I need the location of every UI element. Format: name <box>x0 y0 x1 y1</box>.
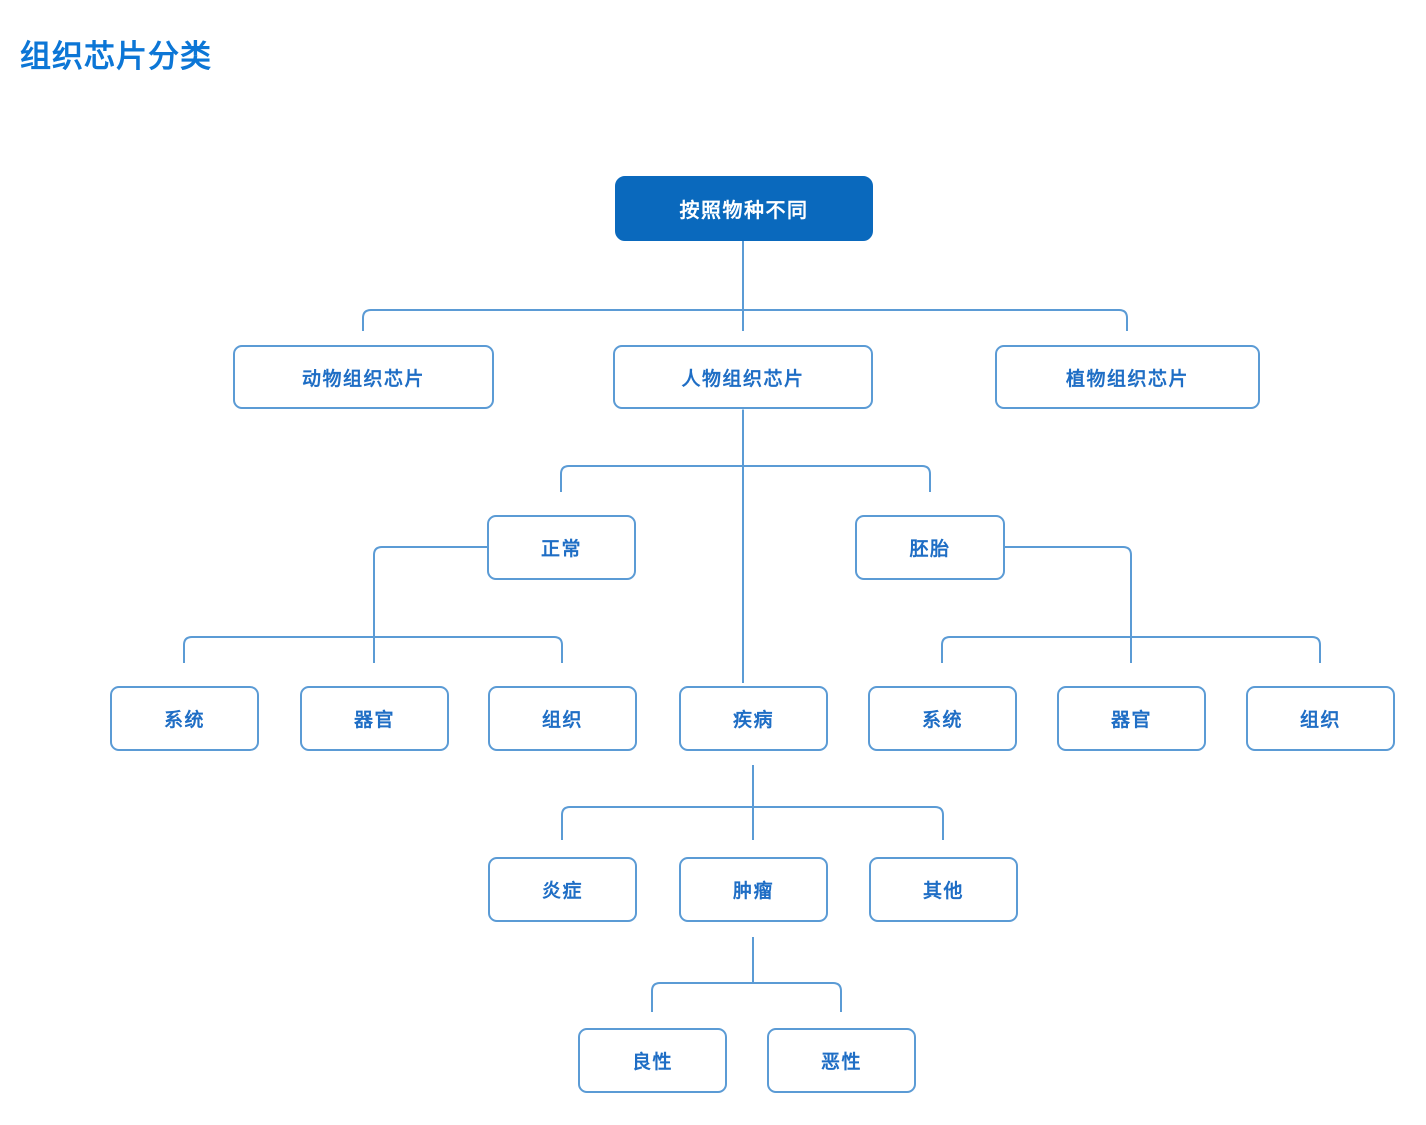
node-other: 其他 <box>869 857 1018 922</box>
connector-root-bracket <box>362 309 1128 331</box>
node-system-right: 系统 <box>868 686 1017 751</box>
connector-embryo-bracket <box>941 636 1321 663</box>
node-organ-right: 器官 <box>1057 686 1206 751</box>
node-benign: 良性 <box>578 1028 727 1093</box>
node-organ-left: 器官 <box>300 686 449 751</box>
node-embryo: 胚胎 <box>855 515 1005 580</box>
connector-disease-bracket <box>561 806 944 840</box>
node-tumor: 肿瘤 <box>679 857 828 922</box>
connector-embryo-elbow <box>1005 546 1132 663</box>
node-inflammation: 炎症 <box>488 857 637 922</box>
node-normal: 正常 <box>487 515 636 580</box>
connector-tumor-bracket <box>651 982 842 1012</box>
node-plant-tissue-chip: 植物组织芯片 <box>995 345 1260 409</box>
node-animal-tissue-chip: 动物组织芯片 <box>233 345 494 409</box>
connector-human-bracket <box>560 465 931 492</box>
node-tissue-right: 组织 <box>1246 686 1395 751</box>
connector-normal-bracket <box>183 636 563 663</box>
node-human-tissue-chip: 人物组织芯片 <box>613 345 873 409</box>
node-tissue-left: 组织 <box>488 686 637 751</box>
node-system-left: 系统 <box>110 686 259 751</box>
page-title: 组织芯片分类 <box>20 39 212 74</box>
node-malignant: 恶性 <box>767 1028 916 1093</box>
node-root-by-species: 按照物种不同 <box>615 176 873 241</box>
connector-normal-elbow <box>373 546 487 663</box>
node-disease: 疾病 <box>679 686 828 751</box>
